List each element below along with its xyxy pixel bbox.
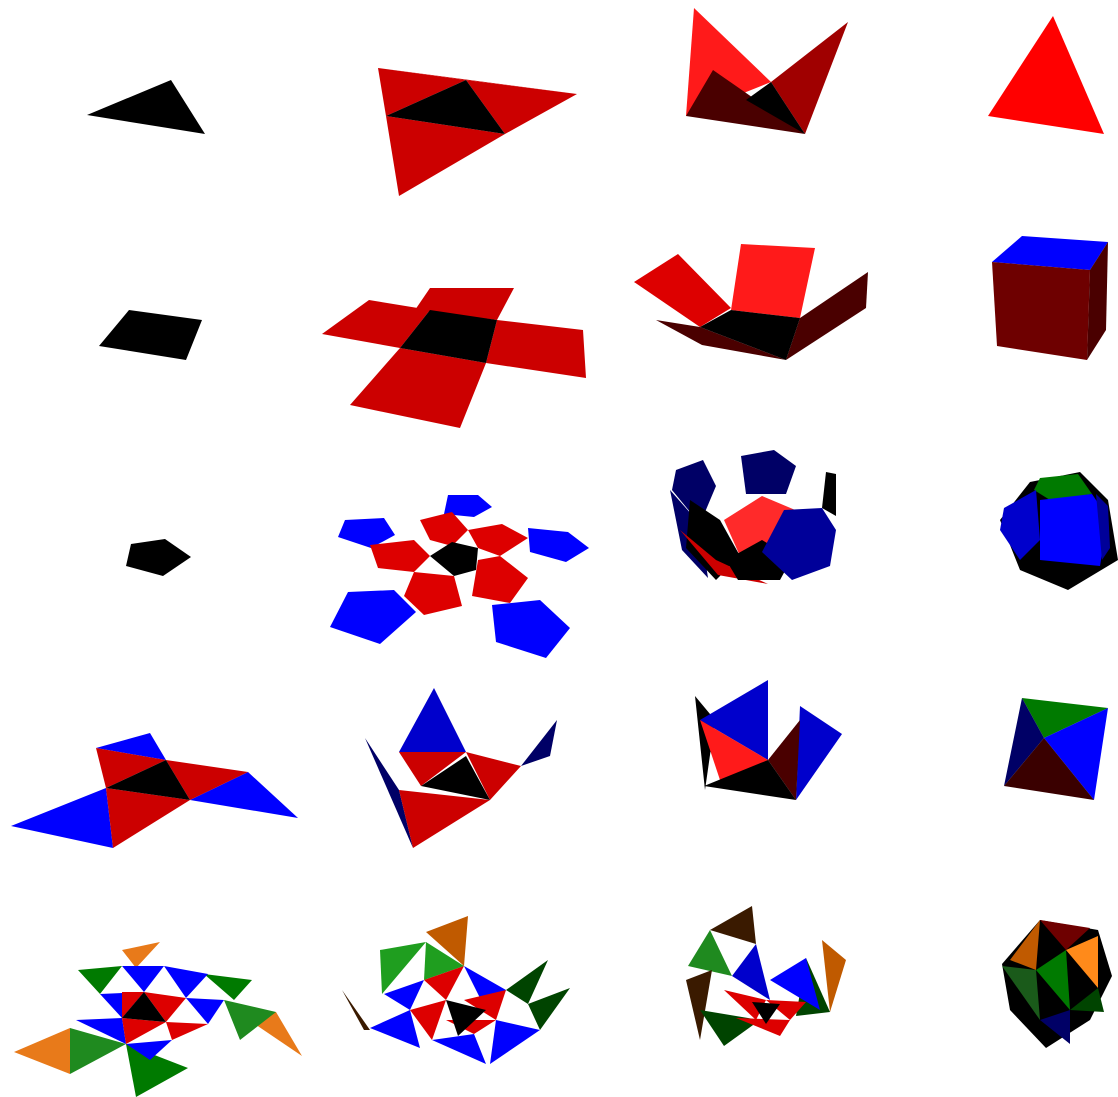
fold-face — [710, 906, 756, 944]
cube-solid — [992, 236, 1108, 360]
net-face — [490, 1020, 540, 1064]
fold-face — [686, 970, 712, 1040]
net-face — [11, 788, 113, 848]
outer-face — [330, 590, 416, 644]
solid-face — [988, 16, 1104, 134]
net-face — [399, 790, 490, 848]
dodecahedron-base-face — [126, 539, 191, 576]
fold-face — [741, 450, 796, 494]
inner-face — [370, 540, 430, 572]
cube-partial — [634, 244, 868, 360]
net-face — [164, 966, 208, 998]
net-face — [350, 348, 486, 428]
net-face — [486, 320, 586, 378]
base-triangle — [87, 80, 205, 134]
fold-face — [822, 472, 836, 516]
front-face — [992, 262, 1090, 360]
fold-face — [342, 990, 370, 1030]
outer-face — [528, 528, 589, 562]
net-face — [370, 1010, 420, 1048]
base-pentagon — [126, 539, 191, 576]
tetrahedron-base-face — [87, 80, 205, 134]
net-face — [186, 998, 224, 1024]
inner-face — [420, 512, 468, 546]
net-face — [122, 966, 164, 992]
dodecahedron-net — [330, 495, 589, 658]
fold-face — [634, 254, 731, 327]
icosahedron-solid — [1002, 920, 1112, 1048]
net-face — [122, 1018, 166, 1044]
icosahedron-net-folding — [342, 916, 570, 1064]
net-face — [14, 1028, 70, 1074]
tetrahedron-net — [378, 68, 577, 196]
octahedron-net — [11, 733, 298, 848]
dodecahedron-solid — [1000, 472, 1118, 590]
net-face — [399, 688, 466, 752]
inner-face — [472, 556, 528, 603]
fold-face — [700, 1010, 760, 1046]
fold-face — [521, 720, 557, 766]
cube-net — [322, 288, 586, 428]
inner-face — [404, 572, 462, 615]
octahedron-partial — [695, 680, 842, 800]
fold-face — [731, 244, 815, 318]
net-face — [122, 942, 160, 968]
base-face — [430, 542, 478, 576]
fold-face — [796, 706, 842, 800]
fold-face — [688, 930, 732, 976]
icosahedron-net — [14, 942, 302, 1097]
outer-face — [492, 600, 570, 658]
net-face — [204, 974, 252, 1000]
tetrahedron-partial — [686, 8, 848, 134]
tetrahedron-solid — [988, 16, 1104, 134]
fold-face — [528, 988, 570, 1030]
octahedron-solid — [1004, 698, 1108, 800]
net-face — [432, 1034, 486, 1064]
net-face — [166, 1022, 208, 1040]
fold-face — [822, 940, 846, 1012]
octahedron-net-folding — [365, 688, 557, 848]
base-square — [99, 310, 202, 360]
icosahedron-partial — [686, 906, 846, 1046]
fold-face — [732, 944, 770, 1000]
dodecahedron-partial — [670, 450, 836, 584]
net-face — [78, 966, 122, 994]
cube-base-face — [99, 310, 202, 360]
fold-face — [506, 960, 548, 1004]
